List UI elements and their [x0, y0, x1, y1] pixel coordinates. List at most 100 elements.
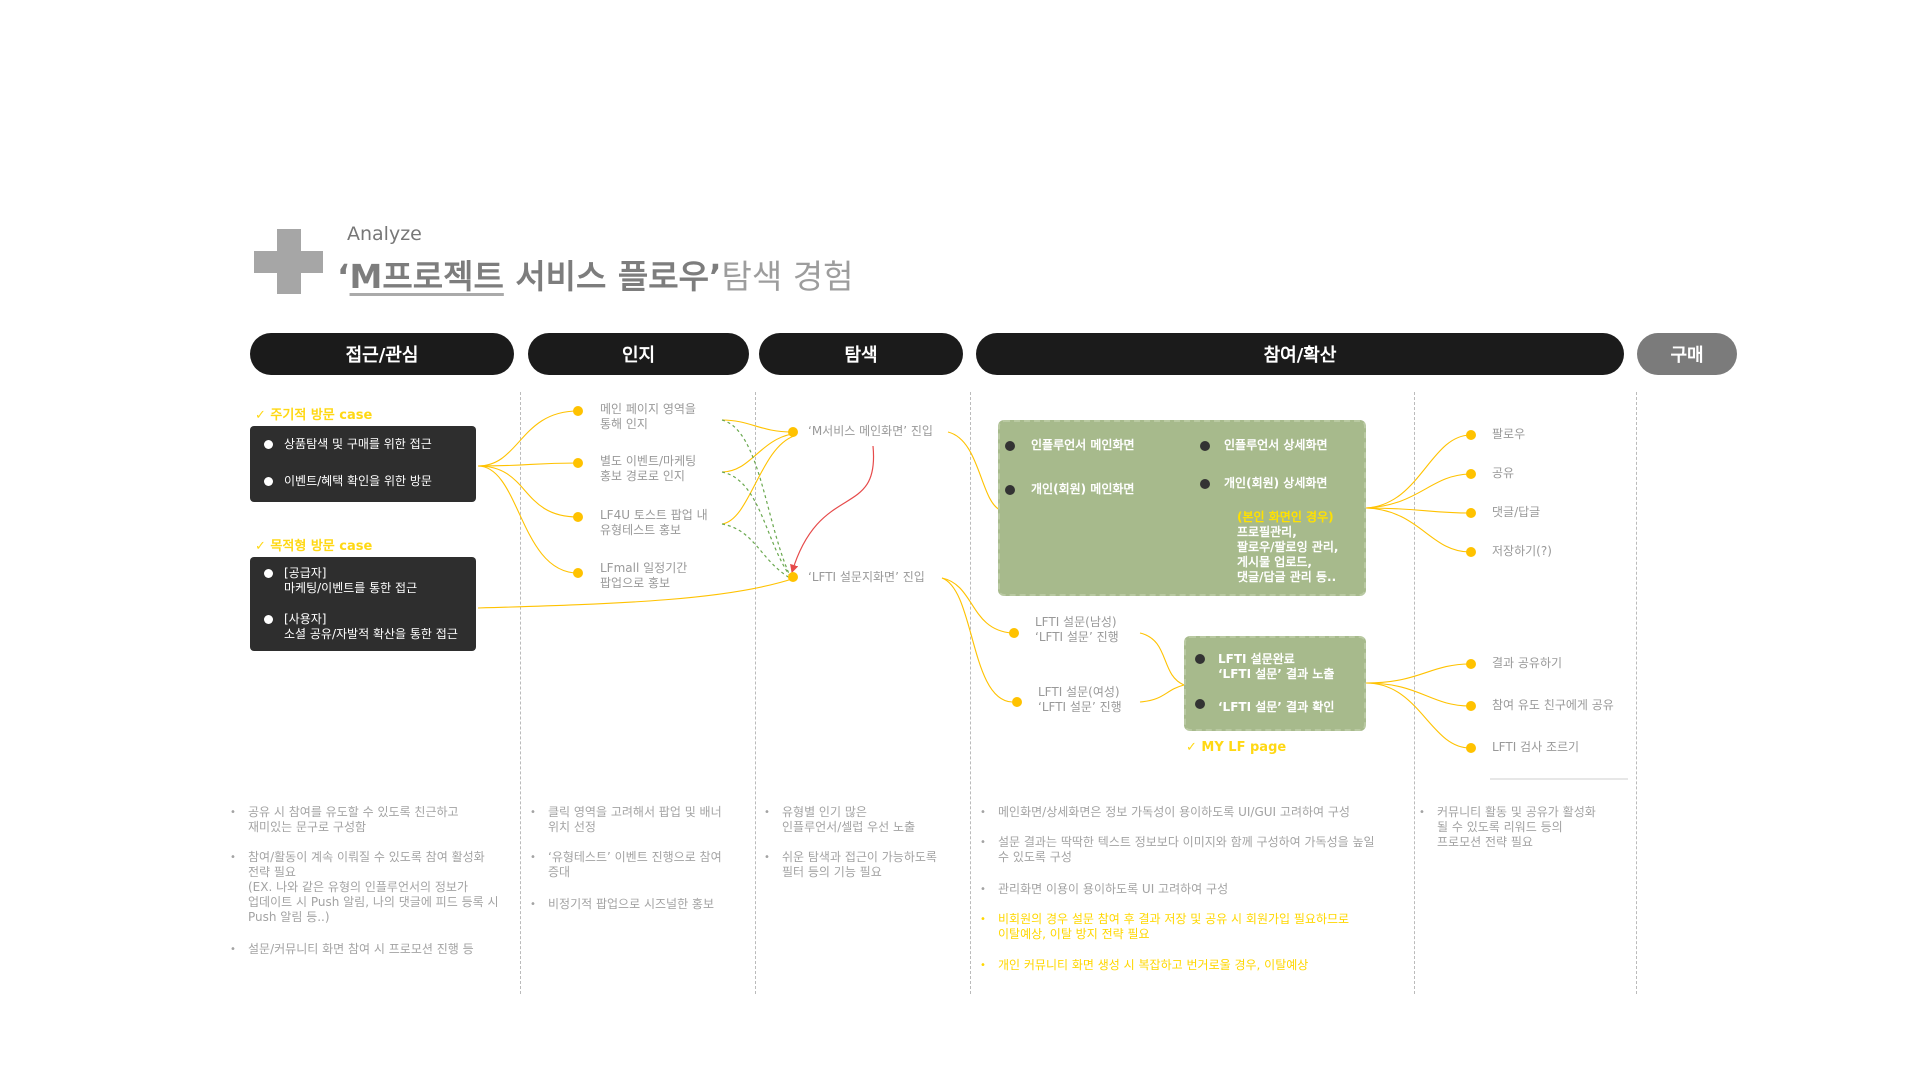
action-comment: 댓글/답글: [1492, 505, 1541, 519]
note-line: 재미있는 문구로 구성함: [248, 820, 367, 834]
note: • 설문/커뮤니티 화면 참여 시 프로모션 진행 등: [230, 942, 474, 957]
note: • 비정기적 팝업으로 시즈널한 홍보: [530, 897, 714, 912]
stage-access: 접근/관심: [250, 333, 514, 375]
note-line: 업데이트 시 Push 알림, 나의 댓글에 피드 등록 시: [248, 895, 499, 909]
node-dot: [1466, 743, 1476, 753]
action-request-test: LFTI 검사 조르기: [1492, 740, 1580, 754]
bullet-dot: •: [530, 807, 536, 818]
note: • 유형별 인기 많은 인플루언서/셀럽 우선 노출: [764, 805, 916, 835]
owner-line: 댓글/답글 관리 등..: [1237, 570, 1337, 584]
periodic-item: 이벤트/혜택 확인을 위한 방문: [284, 474, 432, 488]
influencer-detail: 인플루언서 상세화면: [1224, 438, 1328, 452]
purpose-item-l2: 마케팅/이벤트를 통한 접근: [284, 581, 418, 595]
bullet-dot: [264, 615, 273, 624]
note: • 쉬운 탐색과 접근이 가능하도록 필터 등의 기능 필요: [764, 850, 937, 880]
owner-title: (본인 화면인 경우): [1237, 510, 1334, 524]
node-dot: [573, 458, 583, 468]
node-dot: [1466, 469, 1476, 479]
note-highlight: • 개인 커뮤니티 화면 생성 시 복잡하고 번거로울 경우, 이탈예상: [980, 958, 1309, 973]
note-line: 커뮤니티 활동 및 공유가 활성화: [1437, 805, 1596, 819]
stage-engage: 참여/확산: [976, 333, 1624, 375]
note-line: 필터 등의 기능 필요: [782, 865, 882, 879]
bullet-dot: •: [230, 852, 236, 863]
note: • 설문 결과는 딱딱한 텍스트 정보보다 이미지와 함께 구성하여 가독성을 …: [980, 835, 1375, 865]
bullet-dot: •: [980, 884, 986, 895]
aware-item-l1: LF4U 토스트 팝업 내: [600, 508, 708, 522]
bullet-dot: •: [530, 899, 536, 910]
note: • 참여/활동이 계속 이뤄질 수 있도록 참여 활성화 전략 필요 (EX. …: [230, 850, 499, 925]
screen-box: [998, 420, 1366, 596]
note: • 관리화면 이용이 용이하도록 UI 고려하여 구성: [980, 882, 1228, 897]
owner-line: 팔로우/팔로잉 관리,: [1237, 540, 1339, 554]
purpose-item-l2: 소셜 공유/자발적 확산을 통한 접근: [284, 627, 458, 641]
action-save: 저장하기(?): [1492, 544, 1552, 558]
stage-purchase: 구매: [1637, 333, 1737, 375]
note-line: 참여/활동이 계속 이뤄질 수 있도록 참여 활성화: [248, 850, 485, 864]
member-detail: 개인(회원) 상세화면: [1224, 476, 1328, 490]
aware-item-l2: 팝업으로 홍보: [600, 576, 671, 590]
note-line: 이탈예상, 이탈 방지 전략 필요: [998, 927, 1150, 941]
bullet-dot: •: [764, 807, 770, 818]
survey-female-l2: ‘LFTI 설문’ 진행: [1038, 700, 1122, 714]
node-dot: [1466, 508, 1476, 518]
node-dot: [1009, 628, 1019, 638]
action-share-result: 결과 공유하기: [1492, 656, 1563, 670]
survey-female-l1: LFTI 설문(여성): [1038, 685, 1120, 699]
note-line: 인플루언서/셀럽 우선 노출: [782, 820, 916, 834]
node-dot: [1005, 441, 1015, 451]
periodic-item: 상품탐색 및 구매를 위한 접근: [284, 437, 432, 451]
purpose-box: [250, 557, 476, 651]
bullet-dot: •: [980, 914, 986, 925]
note-line: ‘유형테스트’ 이벤트 진행으로 참여: [548, 850, 722, 864]
page-subtitle: Analyze: [347, 223, 422, 245]
note-line: 유형별 인기 많은: [782, 805, 867, 819]
aware-item-l1: 별도 이벤트/마케팅: [600, 454, 697, 468]
note-line: 클릭 영역을 고려해서 팝업 및 배너: [548, 805, 722, 819]
node-dot: [1005, 485, 1015, 495]
node-dot: [1466, 547, 1476, 557]
note-line: 설문 결과는 딱딱한 텍스트 정보보다 이미지와 함께 구성하여 가독성을 높일: [998, 835, 1375, 849]
divider: [520, 392, 521, 994]
purpose-item-l1: [공급자]: [284, 566, 327, 580]
plus-icon-bar: [254, 251, 323, 273]
note: • ‘유형테스트’ 이벤트 진행으로 참여 증대: [530, 850, 722, 880]
note: • 메인화면/상세화면은 정보 가독성이 용이하도록 UI/GUI 고려하여 구…: [980, 805, 1350, 820]
divider: [1636, 392, 1637, 994]
case-purpose: ✓ 목적형 방문 case: [255, 539, 373, 554]
node-dot: [573, 406, 583, 416]
title-strong: 서비스 플로우: [503, 257, 709, 296]
survey-result-box: [1184, 636, 1366, 731]
node-dot: [1012, 697, 1022, 707]
survey-result-check: ‘LFTI 설문’ 결과 확인: [1218, 700, 1335, 714]
survey-male-l2: ‘LFTI 설문’ 진행: [1035, 630, 1119, 644]
bullet-dot: [264, 569, 273, 578]
my-lf-page: ✓ MY LF page: [1186, 740, 1287, 755]
note-line: Push 알림 등..): [248, 910, 330, 924]
bullet-dot: •: [230, 807, 236, 818]
title-underlined: M프로젝트: [349, 257, 504, 296]
survey-complete-l2: ‘LFTI 설문’ 결과 노출: [1218, 667, 1335, 681]
note-line: 수 있도록 구성: [998, 850, 1072, 864]
survey-male-l1: LFTI 설문(남성): [1035, 615, 1117, 629]
stage-explore: 탐색: [759, 333, 963, 375]
bullet-dot: •: [980, 837, 986, 848]
note: • 공유 시 참여를 유도할 수 있도록 친근하고 재미있는 문구로 구성함: [230, 805, 459, 835]
title-quote-open: ‘: [337, 257, 350, 296]
note: • 커뮤니티 활동 및 공유가 활성화 될 수 있도록 리워드 등의 프로모션 …: [1419, 805, 1596, 850]
note-line: 쉬운 탐색과 접근이 가능하도록: [782, 850, 937, 864]
aware-item-l2: 홍보 경로로 인지: [600, 469, 685, 483]
node-dot: [1466, 659, 1476, 669]
periodic-box: [250, 426, 476, 502]
aware-item-l2: 통해 인지: [600, 417, 648, 431]
action-share: 공유: [1492, 466, 1515, 480]
bullet-dot: •: [230, 944, 236, 955]
note-line: 전략 필요: [248, 865, 296, 879]
note-line: 개인 커뮤니티 화면 생성 시 복잡하고 번거로울 경우, 이탈예상: [998, 958, 1309, 972]
note-line: 비회원의 경우 설문 참여 후 결과 저장 및 공유 시 회원가입 필요하므로: [998, 912, 1350, 926]
explore-survey-entry: ‘LFTI 설문지화면’ 진입: [808, 570, 925, 584]
node-dot: [573, 512, 583, 522]
page-title: ‘M프로젝트 서비스 플로우’탐색 경험: [337, 250, 853, 298]
node-dot: [1466, 701, 1476, 711]
title-light: 탐색 경험: [721, 257, 854, 296]
divider: [970, 392, 971, 994]
